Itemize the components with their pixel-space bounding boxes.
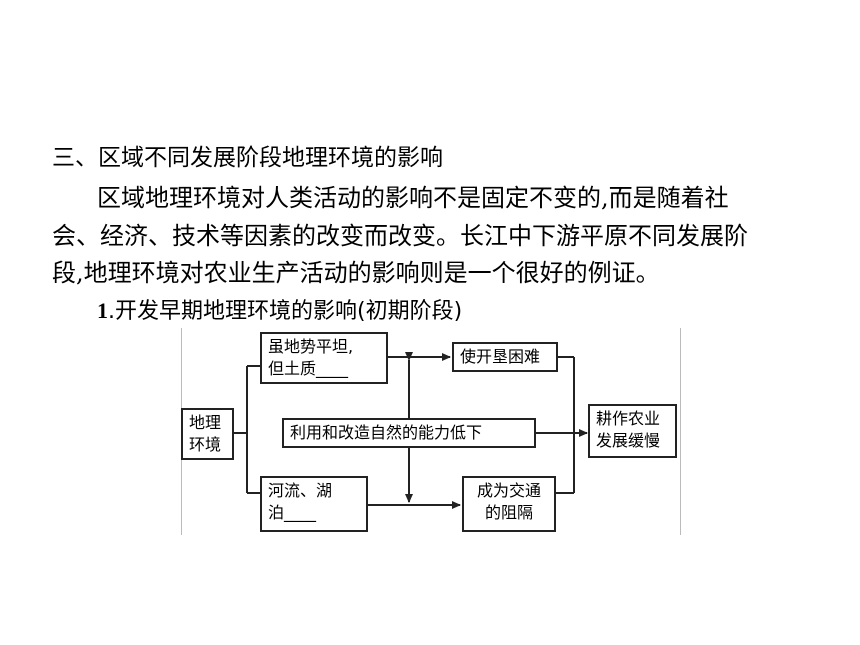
subsection-heading: 1.开发早期地理环境的影响(初期阶段) bbox=[97, 295, 462, 328]
box-capacity: 利用和改造自然的能力低下 bbox=[282, 418, 536, 448]
subsection-number: 1 bbox=[97, 298, 108, 323]
subsection-title: .开发早期地理环境的影响(初期阶段) bbox=[108, 299, 463, 324]
section-heading: 三、区域不同发展阶段地理环境的影响 bbox=[52, 145, 443, 171]
paragraph-line-3: 段,地理环境对农业生产活动的影响则是一个很好的例证。 bbox=[52, 259, 660, 287]
flow-diagram: 地理 环境 虽地势平坦, 但土质____ 河流、湖 泊____ 利用和改造自然的… bbox=[181, 328, 681, 535]
box-traffic-barrier: 成为交通 的阻隔 bbox=[462, 476, 556, 532]
box-rivers-lakes: 河流、湖 泊____ bbox=[260, 476, 368, 532]
box-farming-slow: 耕作农业 发展缓慢 bbox=[588, 404, 677, 458]
box-terrain: 虽地势平坦, 但土质____ bbox=[260, 332, 388, 384]
box-reclaim-difficult: 使开垦困难 bbox=[452, 342, 558, 372]
paragraph-line-1: 区域地理环境对人类活动的影响不是固定不变的,而是随着社 bbox=[97, 184, 729, 212]
box-geographic-environment: 地理 环境 bbox=[181, 408, 234, 460]
paragraph-line-2: 会、经济、技术等因素的改变而改变。长江中下游平原不同发展阶 bbox=[52, 222, 748, 250]
